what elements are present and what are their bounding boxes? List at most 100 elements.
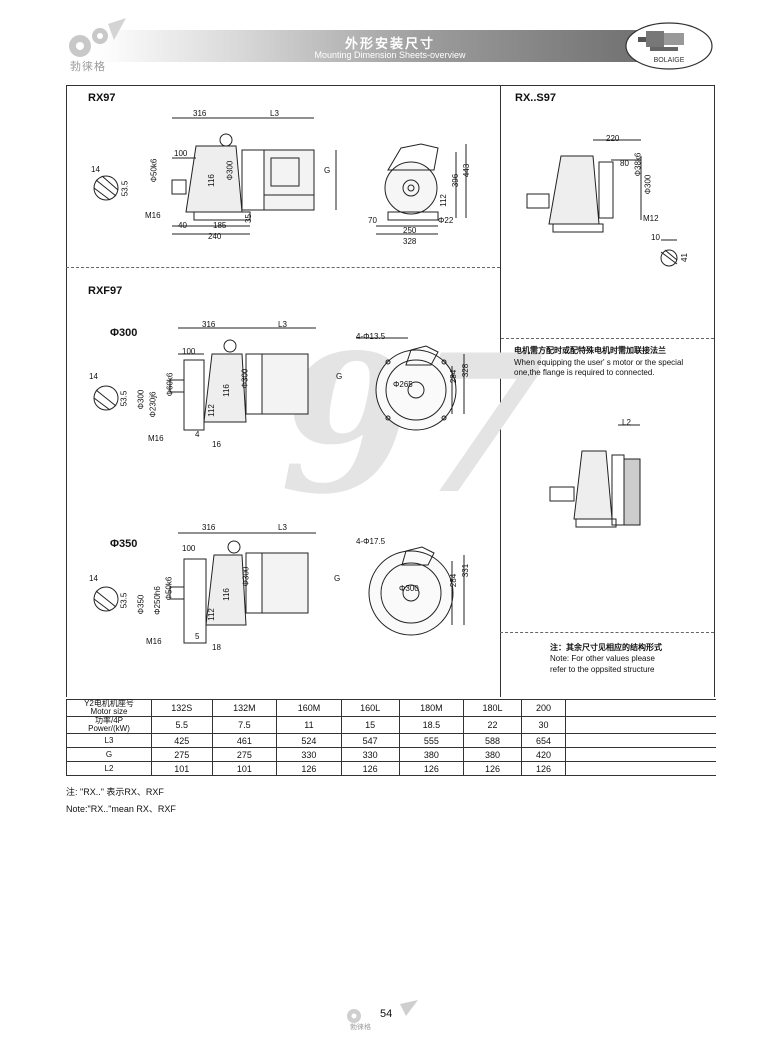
- table-cell: 461: [211, 733, 278, 748]
- table-cell: 425: [151, 733, 213, 748]
- dim-100: 100: [174, 149, 188, 158]
- page-title-cn: 外形安装尺寸: [344, 36, 435, 51]
- dim-holes: 4-Φ17.5: [356, 537, 386, 546]
- dim-G: G: [334, 574, 341, 583]
- dim-100: 100: [182, 544, 196, 553]
- motor-spec-table: Y2电机机座号 Motor size 132S 132M 160M 160L 1…: [66, 699, 716, 776]
- footnote-en: Note:"RX.."mean RX、RXF: [66, 804, 176, 814]
- dim-316: 316: [202, 523, 216, 532]
- gear-logo-icon: [69, 18, 126, 57]
- dim-L3: L3: [278, 523, 287, 532]
- dim-5: 5: [195, 632, 200, 641]
- dim-300: Φ300: [225, 160, 235, 181]
- dim-185: 185: [213, 221, 227, 230]
- dim-G: G: [336, 372, 343, 381]
- dim-240: 240: [208, 232, 222, 241]
- footer-gear-logo-icon: [347, 1000, 418, 1023]
- dim-443: 443: [462, 163, 472, 178]
- section-rx97: RX97: [88, 92, 116, 104]
- dim-300: Φ300: [136, 389, 146, 410]
- frame-right: [714, 85, 715, 697]
- dim-38k6: Φ38k6: [633, 152, 643, 177]
- flange-drawing: [549, 424, 641, 528]
- dim-250: 250: [403, 226, 417, 235]
- other-note-en-1: Note: For other values please: [550, 654, 655, 663]
- table-cell: 18.5: [398, 716, 465, 734]
- dim-331: 331: [461, 563, 471, 578]
- power-label-cn: 功率/4P: [94, 716, 123, 725]
- note-divider: [500, 632, 714, 633]
- table-cell: 11: [276, 716, 342, 734]
- other-note-cn: 注：其余尺寸见相应的结构形式: [550, 643, 662, 652]
- table-cell: 160L: [340, 699, 400, 717]
- table-row: L2 101 101 126 126 126 126 126: [66, 761, 716, 776]
- table-cell-empty: [565, 733, 716, 748]
- table-cell: 126: [463, 761, 522, 776]
- dim-53-5: 53.5: [119, 390, 129, 407]
- dim-112: 112: [438, 194, 448, 207]
- section-rxf97: RXF97: [88, 285, 123, 297]
- dim-14: 14: [91, 165, 100, 174]
- table-cell: 101: [211, 761, 278, 776]
- flange-note-en-2: one,the flange is required to connected.: [514, 368, 655, 377]
- table-cell: 5.5: [151, 716, 213, 734]
- dim-50k6: Φ50k6: [164, 576, 174, 601]
- table-cell-empty: [565, 761, 716, 776]
- flange-note-cn: 电机需方配时或配特殊电机时需加联接法兰: [514, 346, 666, 355]
- dim-14: 14: [89, 574, 98, 583]
- dim-284: 284: [449, 369, 459, 384]
- dim-60k6: Φ60k6: [165, 372, 175, 397]
- section-divider: [66, 267, 500, 268]
- table-cell: 555: [398, 733, 465, 748]
- dim-10: 10: [651, 233, 660, 242]
- table-cell-empty: [565, 699, 716, 717]
- dim-14: 14: [89, 372, 98, 381]
- dim-35: 35: [243, 214, 253, 223]
- table-cell: 654: [520, 733, 567, 748]
- rxf97-300-drawing: [93, 327, 465, 431]
- table-cell: 22: [463, 716, 522, 734]
- table-row: 功率/4P Power/(kW) 5.5 7.5 11 15 18.5 22 3…: [66, 716, 716, 734]
- other-note-en-2: refer to the oppsited structure: [550, 665, 655, 674]
- brand-badge-icon: [625, 22, 713, 70]
- dim-300b: Φ300: [240, 368, 250, 389]
- dim-116: 116: [206, 174, 216, 187]
- table-cell: 524: [276, 733, 342, 748]
- row-header: 功率/4P Power/(kW): [66, 716, 152, 734]
- table-row: Y2电机机座号 Motor size 132S 132M 160M 160L 1…: [66, 699, 716, 717]
- table-cell: 180L: [463, 699, 522, 717]
- dim-300: Φ300: [241, 566, 251, 587]
- table-cell: 7.5: [211, 716, 278, 734]
- table-cell: 15: [340, 716, 400, 734]
- dim-116: 116: [221, 588, 231, 601]
- dim-250h6: Φ250h6: [152, 586, 162, 615]
- rx97-drawing: [93, 117, 467, 235]
- dim-328: 328: [461, 363, 471, 378]
- dim-80: 80: [620, 159, 629, 168]
- drawing-frame-top: [66, 85, 715, 86]
- dim-M16: M16: [146, 637, 162, 646]
- row-header: G: [66, 747, 152, 762]
- dim-316: 316: [193, 109, 207, 118]
- dim-70: 70: [368, 216, 377, 225]
- header-cn: Y2电机机座号: [84, 699, 134, 708]
- dim-L3: L3: [278, 320, 287, 329]
- header-band: [96, 30, 661, 62]
- dim-300b: Φ300: [643, 174, 653, 195]
- section-rxs97: RX..S97: [515, 92, 556, 104]
- dim-220: 220: [606, 134, 620, 143]
- dim-4: 4: [195, 430, 200, 439]
- table-row: G 275 275 330 330 380 380 420: [66, 747, 716, 762]
- table-cell: 330: [340, 747, 400, 762]
- table-cell: 275: [211, 747, 278, 762]
- dim-holes: 4-Φ13.5: [356, 332, 386, 341]
- dim-53-5: 53.5: [120, 180, 130, 197]
- table-cell: 588: [463, 733, 522, 748]
- dim-230j6: Φ230j6: [148, 391, 158, 418]
- table-row: L3 425 461 524 547 555 588 654: [66, 733, 716, 748]
- brand-cn-label: 勃徕格: [70, 61, 106, 73]
- dim-112: 112: [206, 404, 216, 417]
- row-header: Y2电机机座号 Motor size: [66, 699, 152, 717]
- dim-112: 112: [206, 608, 216, 621]
- table-cell: 101: [151, 761, 213, 776]
